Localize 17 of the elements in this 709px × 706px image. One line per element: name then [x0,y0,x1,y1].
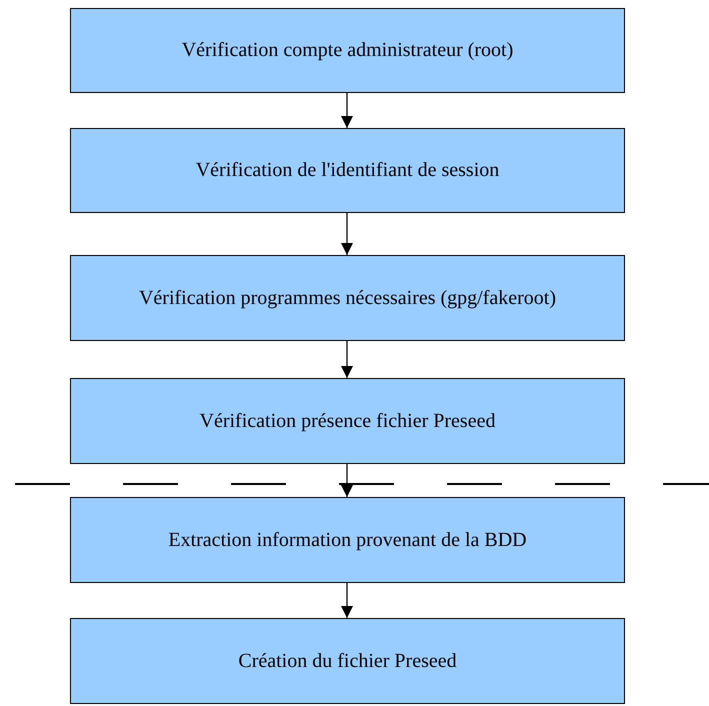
step-label: Création du fichier Preseed [238,650,457,672]
process-box [70,618,625,704]
step-label: Extraction information provenant de la BDD [168,528,527,552]
step-label: Vérification compte administrateur (root) [182,39,514,62]
process-box [70,255,625,341]
arrow [341,93,353,128]
process-box [70,8,625,93]
step-label: Vérification présence fichier Preseed [200,410,496,432]
arrow [341,583,353,618]
process-box [70,378,625,464]
arrow [341,341,353,378]
process-box [70,497,625,583]
arrow [341,213,353,255]
step-label: Vérification programmes nécessaires (gpg/fakeroot) [138,286,556,310]
arrow [341,464,353,497]
process-box [70,128,625,213]
step-label: Vérification de l'identifiant de session [196,159,500,182]
